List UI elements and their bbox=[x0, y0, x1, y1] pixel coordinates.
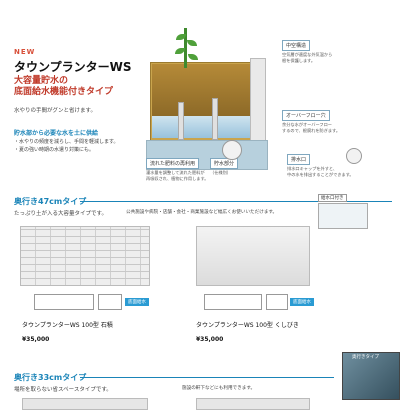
dimension-drawing bbox=[98, 294, 122, 310]
desc-line: 排水口キャップを外すと、 bbox=[287, 166, 338, 171]
plant-stem bbox=[184, 28, 187, 68]
leaf-icon bbox=[175, 48, 185, 54]
new-tag: NEW bbox=[14, 48, 36, 56]
hollow-wall bbox=[250, 58, 266, 148]
product-image-stone bbox=[20, 226, 150, 286]
dimension-drawing bbox=[34, 294, 94, 310]
soil-layer bbox=[152, 64, 250, 116]
section-33-desc-2: 施設の軒下などにも利用できます。 bbox=[182, 386, 256, 391]
label-water-storage: 貯水部分 bbox=[210, 158, 239, 169]
label-overflow: オーバーフロー穴 bbox=[282, 110, 330, 121]
desc-line: 根を保護します。 bbox=[282, 57, 316, 63]
leaf-icon bbox=[187, 40, 197, 46]
desc-line: 余分な水がオーバーフロー bbox=[282, 122, 332, 127]
product-image-33-comb bbox=[196, 398, 310, 410]
section-heading-47: 奥行き47cmタイプ bbox=[14, 197, 87, 206]
product-image-33-stone bbox=[22, 398, 148, 410]
water-storage-layer bbox=[152, 116, 250, 138]
label-fertilizer-desc: 灌水量を調整して流れた肥料が 再吸収され、植物に作用します。 bbox=[146, 170, 208, 181]
section-33-desc: 場所を取らない省スペースタイプです。 bbox=[14, 387, 112, 393]
leaf-icon bbox=[176, 34, 186, 40]
desc-line: 中の水を排出することができます。 bbox=[287, 171, 354, 177]
section-47-desc: たっぷり土が入る大容量タイプです。 bbox=[14, 211, 107, 217]
section-heading-33: 奥行き33cmタイプ bbox=[14, 373, 87, 382]
desc-line: するので、根腐れを防ぎます。 bbox=[282, 127, 341, 133]
subtitle-line-1: 大容量貯水の bbox=[14, 76, 69, 86]
page-title: タウンプランターWS bbox=[14, 60, 132, 74]
leaf-icon bbox=[188, 54, 198, 60]
section-divider bbox=[80, 201, 392, 202]
bottom-water-badge: 底面給水 bbox=[125, 298, 149, 306]
installation-photo bbox=[342, 352, 400, 400]
label-hollow-desc: 空気層が適度な外気温から 根を保護します。 bbox=[282, 52, 332, 63]
feature-bullets: ・水やりの頻度を減らし、手間を軽減します。 ・夏の強い時期の水遣り対策にも。 bbox=[14, 138, 119, 154]
drain-hole-icon bbox=[346, 148, 362, 164]
desc-line: 灌水量を調整して流れた肥料が bbox=[146, 170, 205, 175]
subtitle: 大容量貯水の 底面給水機能付きタイプ bbox=[14, 76, 113, 98]
product-image-comb bbox=[196, 226, 310, 286]
label-hollow-structure: 中空構造 bbox=[282, 40, 311, 51]
feature-bullet: ・水やりの頻度を減らし、手間を軽減します。 bbox=[14, 139, 119, 145]
intro-text: 水やりの手間がグンと省けます。 bbox=[14, 108, 96, 114]
feature-callout: 貯水部から必要な水を土に供給 bbox=[14, 130, 99, 137]
subtitle-line-2: 底面給水機能付きタイプ bbox=[14, 87, 114, 97]
dimension-drawing bbox=[266, 294, 288, 310]
product-name: タウンプランターWS 100型 くしびき bbox=[196, 322, 299, 329]
label-storage-desc: （仕様別） bbox=[210, 170, 231, 175]
water-inlet-photo bbox=[318, 203, 368, 229]
product-price: ¥35,000 bbox=[22, 336, 50, 343]
desc-line: 再吸収され、植物に作用します。 bbox=[146, 175, 209, 181]
label-overflow-desc: 余分な水がオーバーフロー するので、根腐れを防ぎます。 bbox=[282, 122, 340, 133]
feature-bullet: ・夏の強い時期の水遣り対策にも。 bbox=[14, 147, 95, 153]
section-47-desc-2: 公共施設や病院・店舗・会社・商業施設など幅広くお使いいただけます。 bbox=[126, 210, 278, 215]
water-inlet-label: 給水口付き bbox=[318, 194, 347, 202]
product-name: タウンプランターWS 100型 石積 bbox=[22, 322, 113, 329]
dimension-drawing bbox=[204, 294, 262, 310]
section-divider bbox=[80, 377, 334, 378]
drain-cap-icon bbox=[222, 140, 242, 160]
label-drain: 排水口 bbox=[287, 154, 311, 165]
desc-line: 空気層が適度な外気温から bbox=[282, 52, 333, 57]
product-price: ¥35,000 bbox=[196, 336, 224, 343]
water-pipe bbox=[178, 102, 184, 140]
water-pipe bbox=[212, 98, 218, 140]
photo-label: 奥行きタイプ bbox=[352, 355, 379, 360]
label-drain-desc: 排水口キャップを外すと、 中の水を排出することができます。 bbox=[287, 166, 354, 177]
label-fertilizer-reuse: 流れた肥料の再利用 bbox=[146, 158, 200, 169]
bottom-water-badge: 底面給水 bbox=[290, 298, 314, 306]
